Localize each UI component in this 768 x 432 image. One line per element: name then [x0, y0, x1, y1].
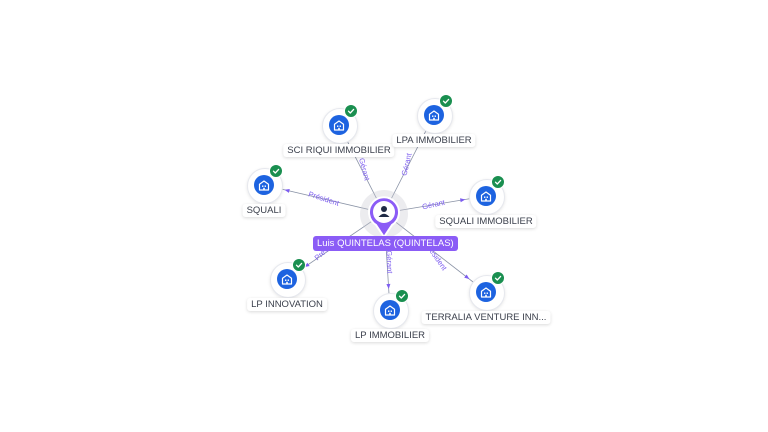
- check-icon: [395, 289, 409, 303]
- building-icon: [277, 269, 297, 289]
- company-node-label[interactable]: SQUALI IMMOBILIER: [435, 215, 537, 228]
- edge-relation-label: Gérant: [400, 151, 414, 176]
- building-icon: [380, 300, 400, 320]
- company-node-label[interactable]: SCI RIQUI IMMOBILIER: [283, 144, 395, 157]
- edge-relation-label: Gérant: [421, 198, 446, 212]
- check-icon: [491, 271, 505, 285]
- building-icon: [476, 186, 496, 206]
- edge-arrow: [284, 188, 290, 193]
- check-icon: [439, 94, 453, 108]
- company-node[interactable]: [322, 104, 358, 144]
- check-icon: [269, 164, 283, 178]
- company-node[interactable]: [373, 289, 409, 329]
- check-icon: [344, 104, 358, 118]
- company-node[interactable]: [469, 271, 505, 311]
- company-node-label[interactable]: SQUALI: [242, 204, 286, 217]
- building-icon: [424, 105, 444, 125]
- company-node-label[interactable]: LP IMMOBILIER: [350, 329, 430, 342]
- company-node[interactable]: [469, 175, 505, 215]
- company-node-label[interactable]: LPA IMMOBILIER: [392, 134, 476, 147]
- company-node[interactable]: [247, 164, 283, 204]
- edge-arrow: [386, 283, 391, 290]
- company-node-label[interactable]: LP INNOVATION: [247, 298, 327, 311]
- edge-line: [263, 184, 385, 214]
- company-node-label[interactable]: TERRALIA VENTURE INN...: [421, 311, 551, 324]
- edge-arrow: [464, 274, 470, 280]
- edge-relation-label: Gérant: [385, 250, 395, 274]
- building-icon: [254, 175, 274, 195]
- building-icon: [329, 115, 349, 135]
- company-node[interactable]: [270, 258, 306, 298]
- center-node-label[interactable]: Luis QUINTELAS (QUINTELAS): [313, 236, 458, 251]
- edge-relation-label: Gérant: [357, 157, 372, 182]
- edge-relation-label: Président: [307, 189, 341, 208]
- check-icon: [491, 175, 505, 189]
- person-icon[interactable]: [366, 195, 402, 239]
- check-icon: [292, 258, 306, 272]
- edge-arrow: [460, 198, 466, 203]
- company-node[interactable]: [417, 94, 453, 134]
- building-icon: [476, 282, 496, 302]
